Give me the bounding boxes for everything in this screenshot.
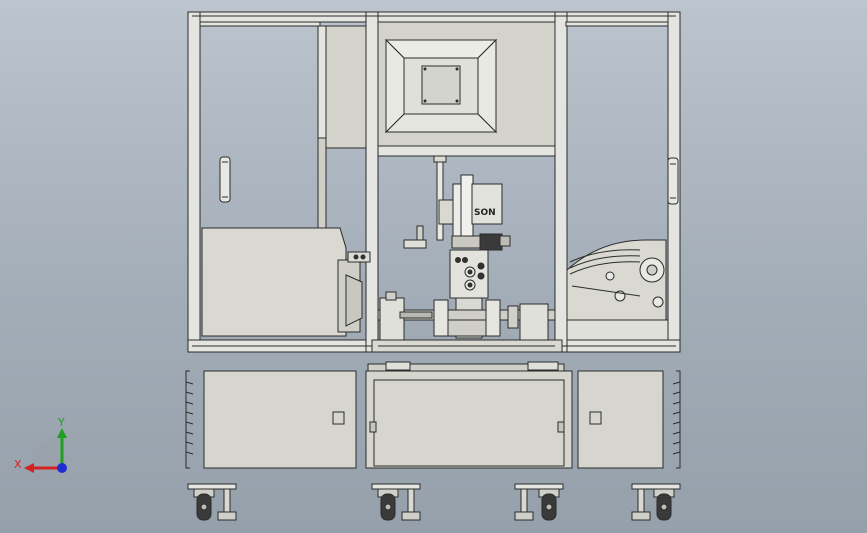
vent-slots-left bbox=[185, 381, 194, 455]
left-post bbox=[187, 11, 201, 353]
display-screen bbox=[421, 65, 461, 105]
caster-1 bbox=[187, 483, 237, 521]
y-axis-arrow bbox=[57, 428, 67, 438]
door-handle-left bbox=[219, 156, 231, 203]
coordinate-triad: Y X bbox=[14, 416, 67, 473]
center-right-post bbox=[554, 11, 568, 353]
cabinet-door-left bbox=[203, 370, 357, 469]
right-bay bbox=[566, 157, 679, 341]
spindle-column bbox=[460, 174, 474, 246]
x-axis-arrow bbox=[24, 463, 34, 473]
motor-housing bbox=[201, 227, 347, 337]
lower-cabinet bbox=[185, 361, 681, 469]
top-beam bbox=[187, 11, 681, 23]
caster-3 bbox=[514, 483, 564, 521]
caster-4 bbox=[631, 483, 681, 521]
work-table bbox=[371, 291, 563, 353]
lock-right bbox=[589, 411, 602, 425]
cabinet-door-center bbox=[365, 370, 573, 469]
z-axis-dot bbox=[57, 463, 67, 473]
nameplate: SON bbox=[474, 208, 496, 218]
lock-left bbox=[332, 411, 345, 425]
vent-slots-right bbox=[672, 381, 681, 455]
door-handle-right bbox=[667, 157, 679, 205]
center-left-post bbox=[365, 11, 379, 353]
y-axis-label: Y bbox=[57, 416, 65, 429]
left-bay bbox=[201, 25, 371, 337]
x-axis-label: X bbox=[14, 458, 22, 471]
caster-2 bbox=[371, 483, 421, 521]
center-bay: SON bbox=[377, 21, 556, 339]
